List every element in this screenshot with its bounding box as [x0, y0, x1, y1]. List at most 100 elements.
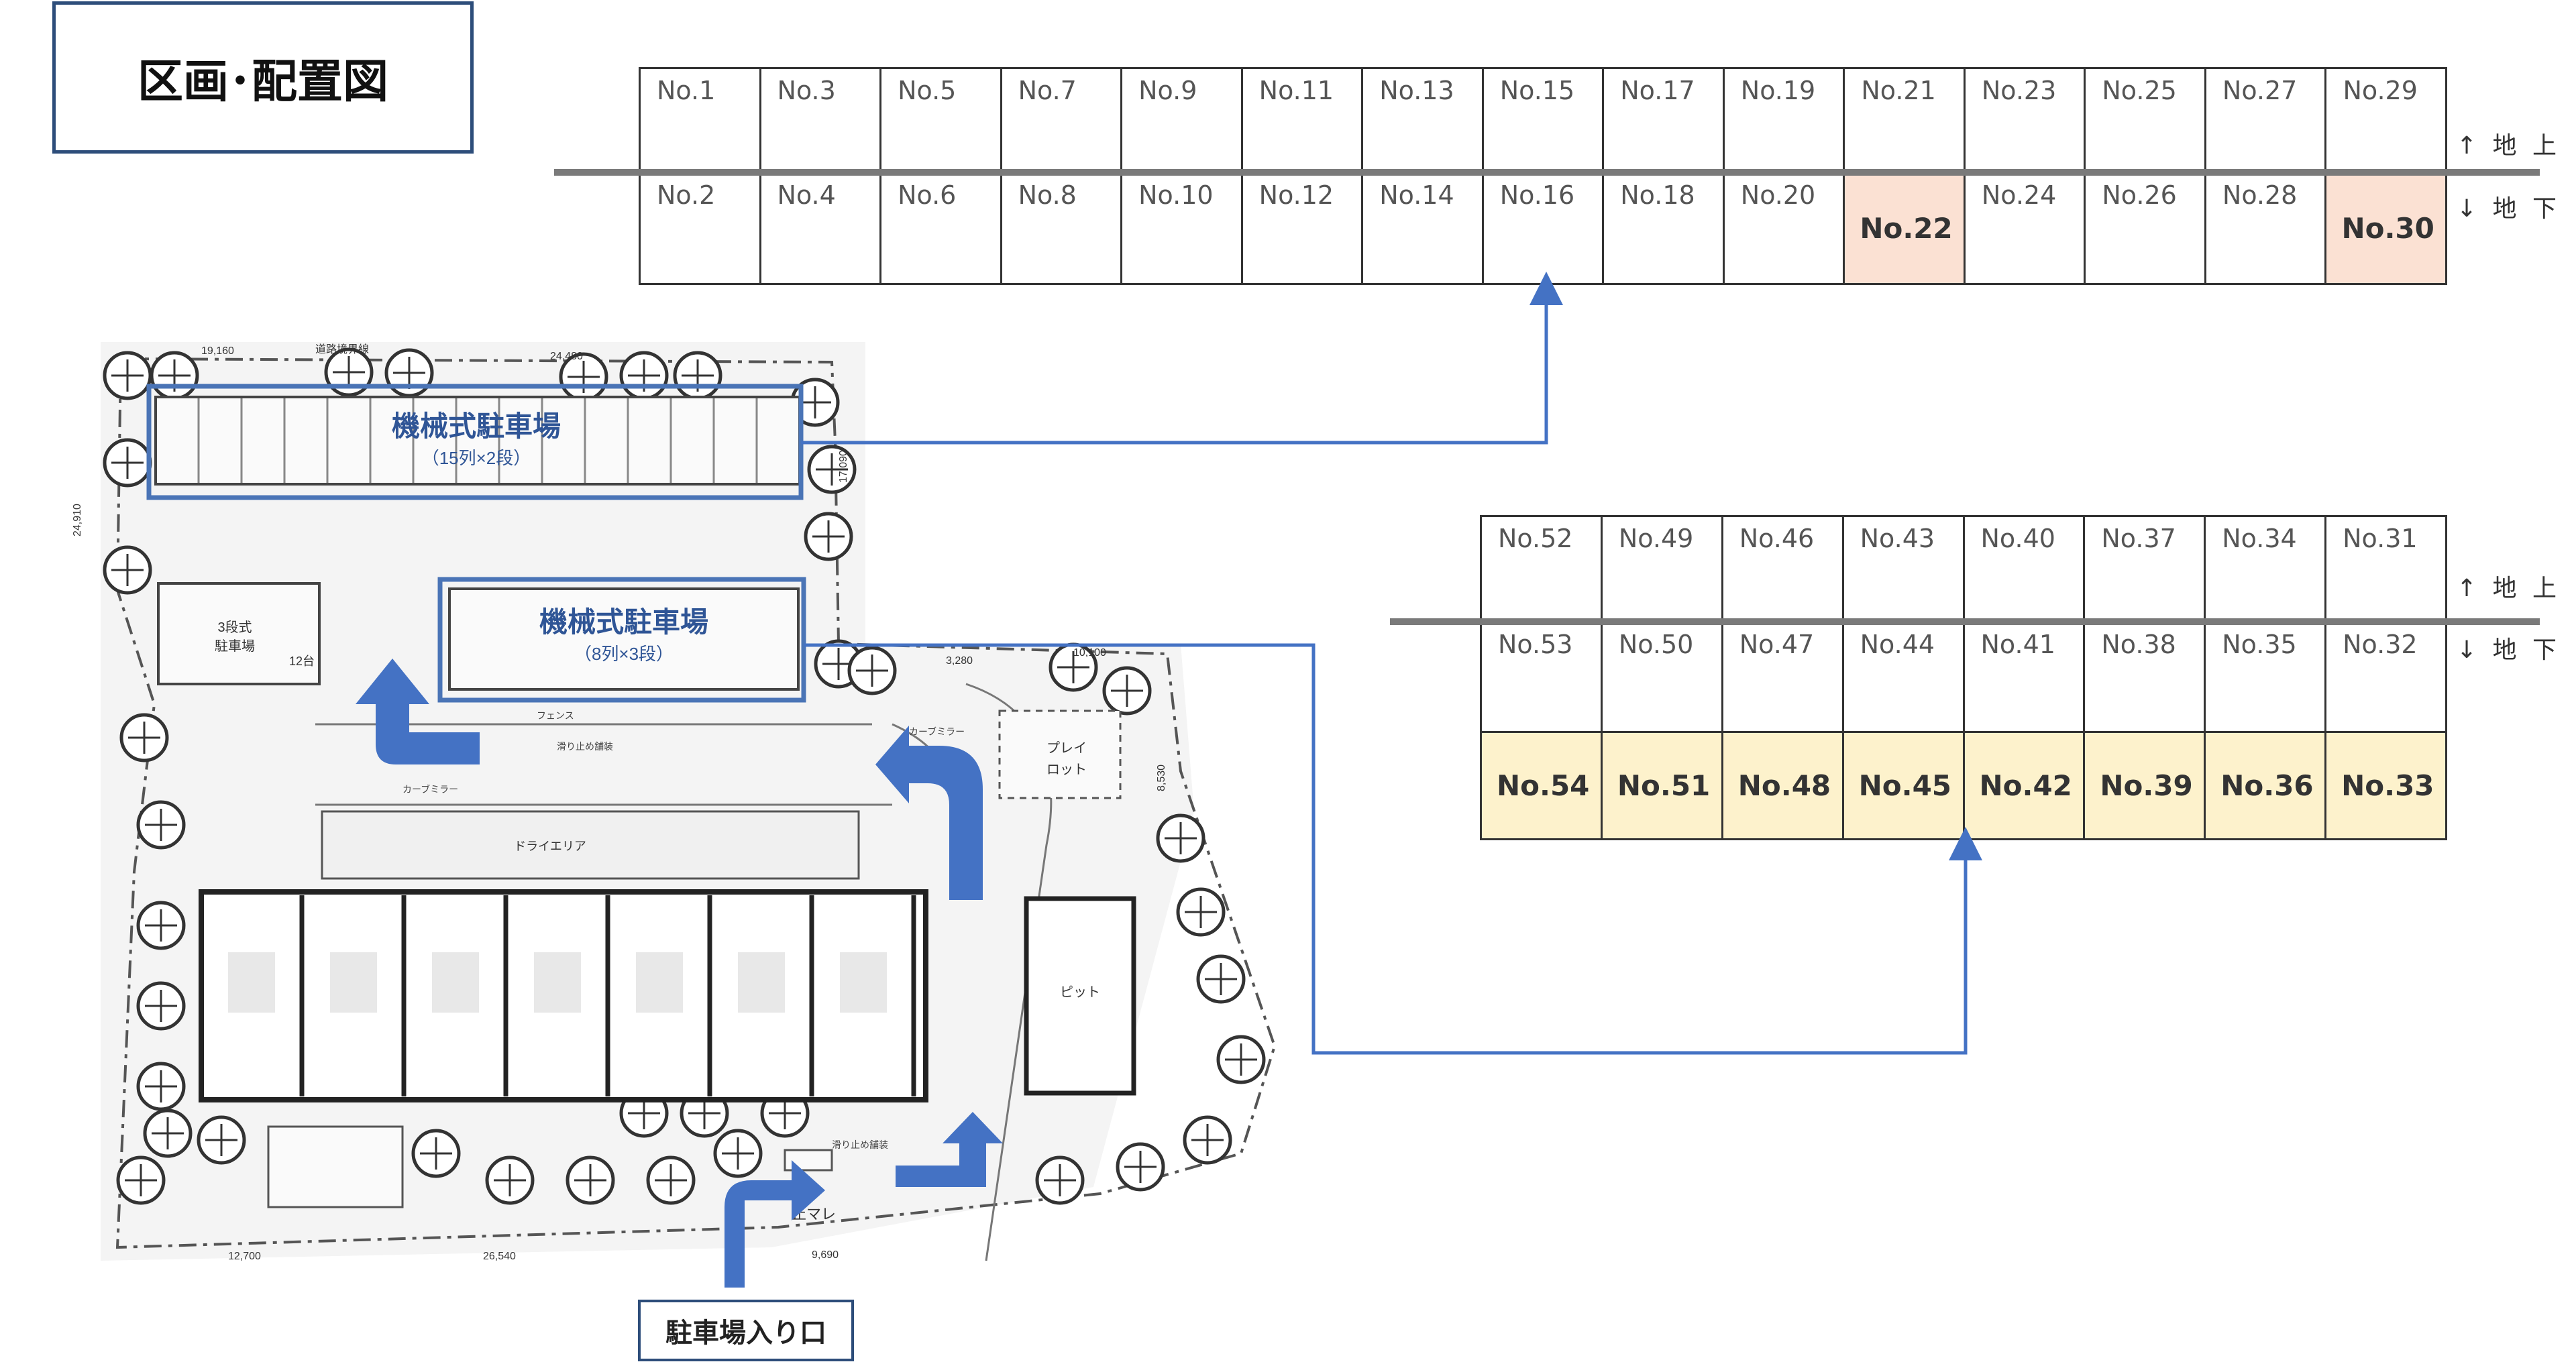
page-title: 区画･配置図 [137, 56, 388, 109]
parking-b-sub: （8列×3段） [574, 644, 674, 664]
parking-space-44: No.44 [1841, 621, 1965, 733]
dim-mid-3: 8,530 [1156, 764, 1167, 791]
connector-upper [801, 272, 1563, 445]
parking-space-41: No.41 [1962, 621, 2086, 733]
tree-branches [812, 520, 845, 553]
parking-space-16: No.16 [1481, 172, 1605, 285]
tree-branches [145, 809, 177, 841]
parking-space-37: No.37 [2083, 515, 2206, 623]
dry-area-label: ドライエリア [514, 840, 586, 853]
parking-space-42: No.42 [1962, 731, 2086, 840]
tree-branches [574, 1164, 606, 1196]
parking-space-38: No.38 [2083, 621, 2206, 733]
curve-mirror-label-1: カーブミラー [402, 784, 458, 795]
tree-branches [145, 909, 177, 942]
lower-ground-separator [1390, 618, 2540, 625]
parking-space-36: No.36 [2204, 731, 2327, 840]
tree-branches [205, 1124, 237, 1156]
dry-area [321, 810, 860, 880]
tree-branches [1225, 1043, 1257, 1076]
parking-space-14: No.14 [1361, 172, 1484, 285]
lot3-count: 12台 [289, 655, 315, 668]
tree-branches [1191, 1124, 1224, 1156]
dim-bottom-3: 9,690 [812, 1249, 839, 1261]
tree-branches [856, 655, 888, 687]
parking-b-outline [437, 577, 806, 703]
parking-space-11: No.11 [1240, 67, 1364, 174]
dim-left-1: 24,910 [72, 504, 83, 536]
parking-space-54: No.54 [1480, 731, 1603, 840]
lot3-label-1: 3段式 [217, 620, 252, 635]
tree-branches [333, 356, 365, 388]
parking-space-23: No.23 [1963, 67, 2086, 174]
building-unit-window [534, 952, 581, 1013]
parking-a-title: 機械式駐車場 [392, 410, 561, 442]
tree-branches [494, 1164, 526, 1196]
play-lot-label-1: プレイ [1046, 741, 1087, 756]
tree-branches [152, 1117, 184, 1149]
parking-space-7: No.7 [1000, 67, 1123, 174]
building-unit-window [228, 952, 275, 1013]
parking-space-2: No.2 [639, 172, 761, 285]
connector-lower [804, 643, 1982, 1055]
parking-space-50: No.50 [1600, 621, 1723, 733]
parking-space-13: No.13 [1361, 67, 1484, 174]
tree-branches [111, 554, 144, 586]
parking-space-39: No.39 [2083, 731, 2206, 840]
curve-mirror-label-2: カーブミラー [909, 726, 965, 737]
parking-space-53: No.53 [1480, 621, 1603, 733]
parking-space-4: No.4 [759, 172, 882, 285]
parking-space-9: No.9 [1120, 67, 1243, 174]
arrow-entrance-up [724, 1160, 825, 1288]
play-lot [998, 710, 1122, 799]
building-unit-window [738, 952, 785, 1013]
parking-space-10: No.10 [1120, 172, 1243, 285]
traffic-arrows [356, 659, 1003, 1288]
lower-legend-up: ↑ 地 上 [2457, 575, 2561, 602]
tree-branches [128, 722, 160, 754]
parking-b-title: 機械式駐車場 [539, 606, 708, 638]
parking-space-30: No.30 [2324, 172, 2447, 285]
tree-branches [1124, 1151, 1157, 1183]
parking-space-17: No.17 [1602, 67, 1725, 174]
slip-stop-label-1: 滑り止め舗装 [557, 741, 613, 752]
dim-top-2: 24,480 [550, 351, 583, 362]
tree-branches [125, 1164, 157, 1196]
pit [1024, 896, 1136, 1096]
lot3-label-2: 駐車場 [215, 638, 255, 654]
parking-space-40: No.40 [1962, 515, 2086, 623]
play-lot-label-2: ロット [1046, 762, 1087, 777]
parking-space-45: No.45 [1841, 731, 1965, 840]
tree-branches [111, 447, 144, 479]
tree-branches [1057, 651, 1089, 683]
upper-legend-up: ↑ 地 上 [2457, 132, 2561, 160]
upper-legend-down: ↓ 地 下 [2457, 195, 2561, 223]
tree-branches [655, 1164, 687, 1196]
dim-mid-1: 3,280 [946, 655, 973, 667]
arrow-mid-up [875, 726, 983, 900]
parking-space-47: No.47 [1721, 621, 1844, 733]
parking-space-24: No.24 [1963, 172, 2086, 285]
building-unit-window [432, 952, 479, 1013]
parking-space-49: No.49 [1600, 515, 1723, 623]
parking-a-sub: （15列×2段） [422, 448, 531, 468]
building-unit-window [636, 952, 683, 1013]
parking-space-18: No.18 [1602, 172, 1725, 285]
parking-space-52: No.52 [1480, 515, 1603, 623]
dim-bottom-2: 12,700 [228, 1251, 261, 1262]
parking-space-21: No.21 [1843, 67, 1966, 174]
parking-space-35: No.35 [2204, 621, 2327, 733]
tree-branches [145, 990, 177, 1022]
parking-b-structure [448, 587, 800, 691]
tree-branches [816, 453, 848, 486]
building-unit-window [840, 952, 887, 1013]
title-box: 区画･配置図 [52, 1, 474, 154]
dim-top-1: 19,160 [201, 345, 234, 357]
fence-label: フェンス [537, 710, 574, 721]
parking-space-5: No.5 [879, 67, 1002, 174]
